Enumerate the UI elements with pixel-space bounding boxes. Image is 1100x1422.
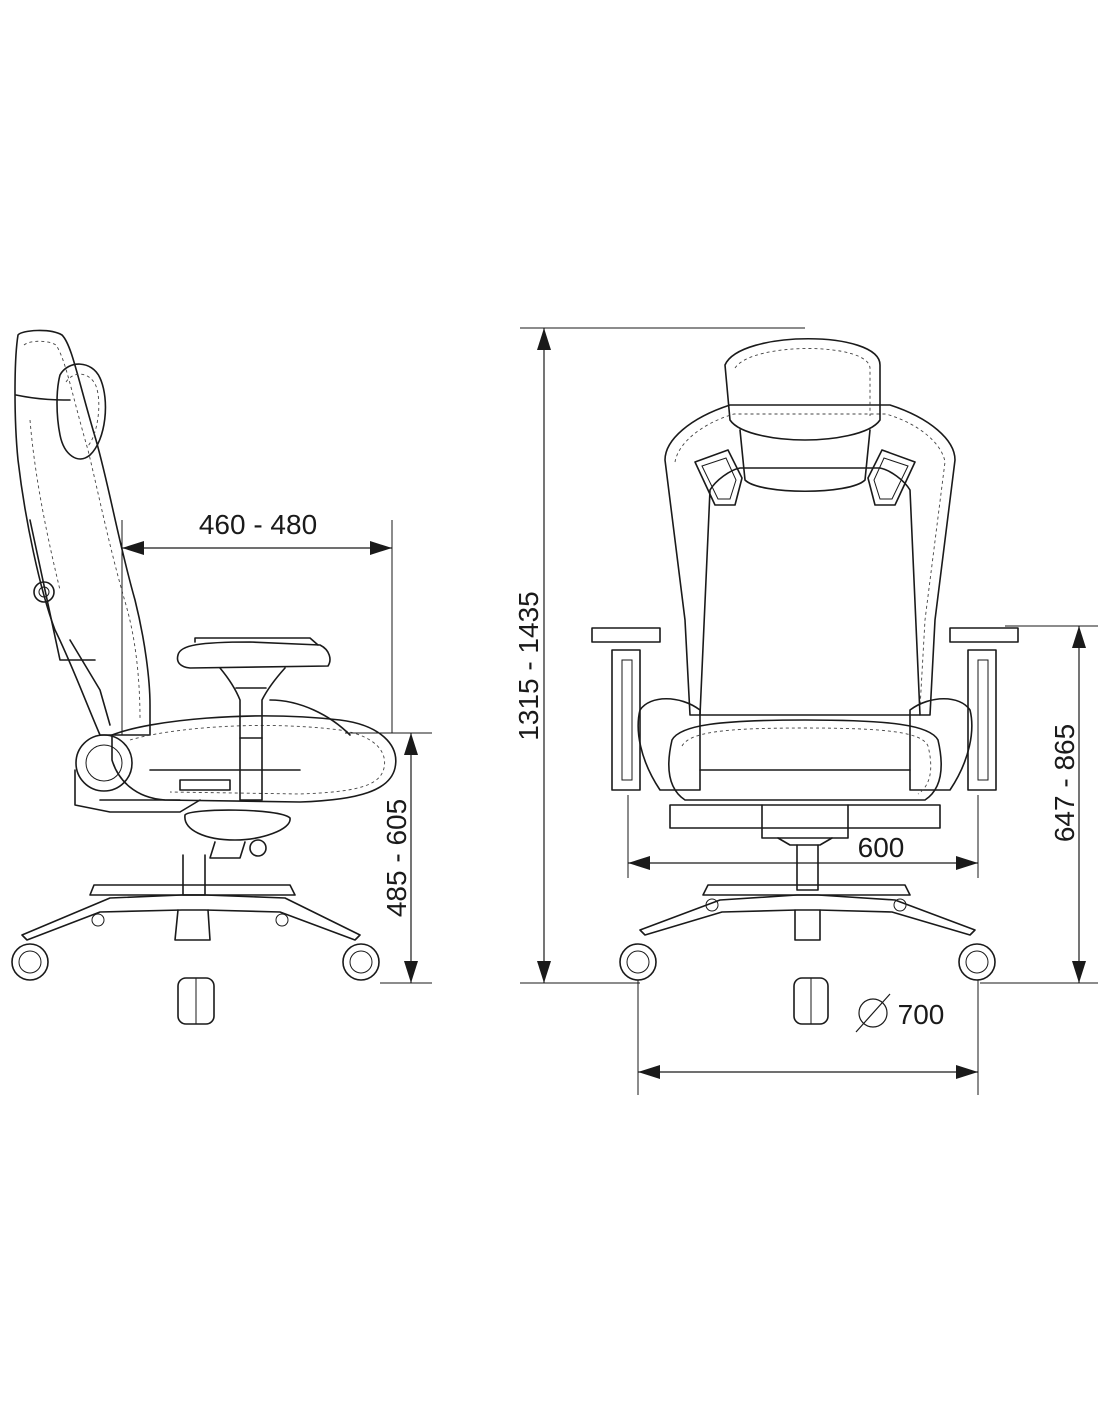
base-diameter-label: 700 <box>898 999 945 1030</box>
dimension-lines <box>121 327 1098 1095</box>
seat-height-label: 485 - 605 <box>381 799 412 917</box>
front-view-chair <box>591 338 1019 1025</box>
seat-depth-label: 460 - 480 <box>199 509 317 540</box>
armrest-height-label: 647 - 865 <box>1049 724 1080 842</box>
diameter-symbol-icon <box>855 993 891 1033</box>
seat-width-label: 600 <box>858 832 905 863</box>
total-height-label: 1315 - 1435 <box>513 591 544 740</box>
side-view-chair <box>11 329 397 1025</box>
